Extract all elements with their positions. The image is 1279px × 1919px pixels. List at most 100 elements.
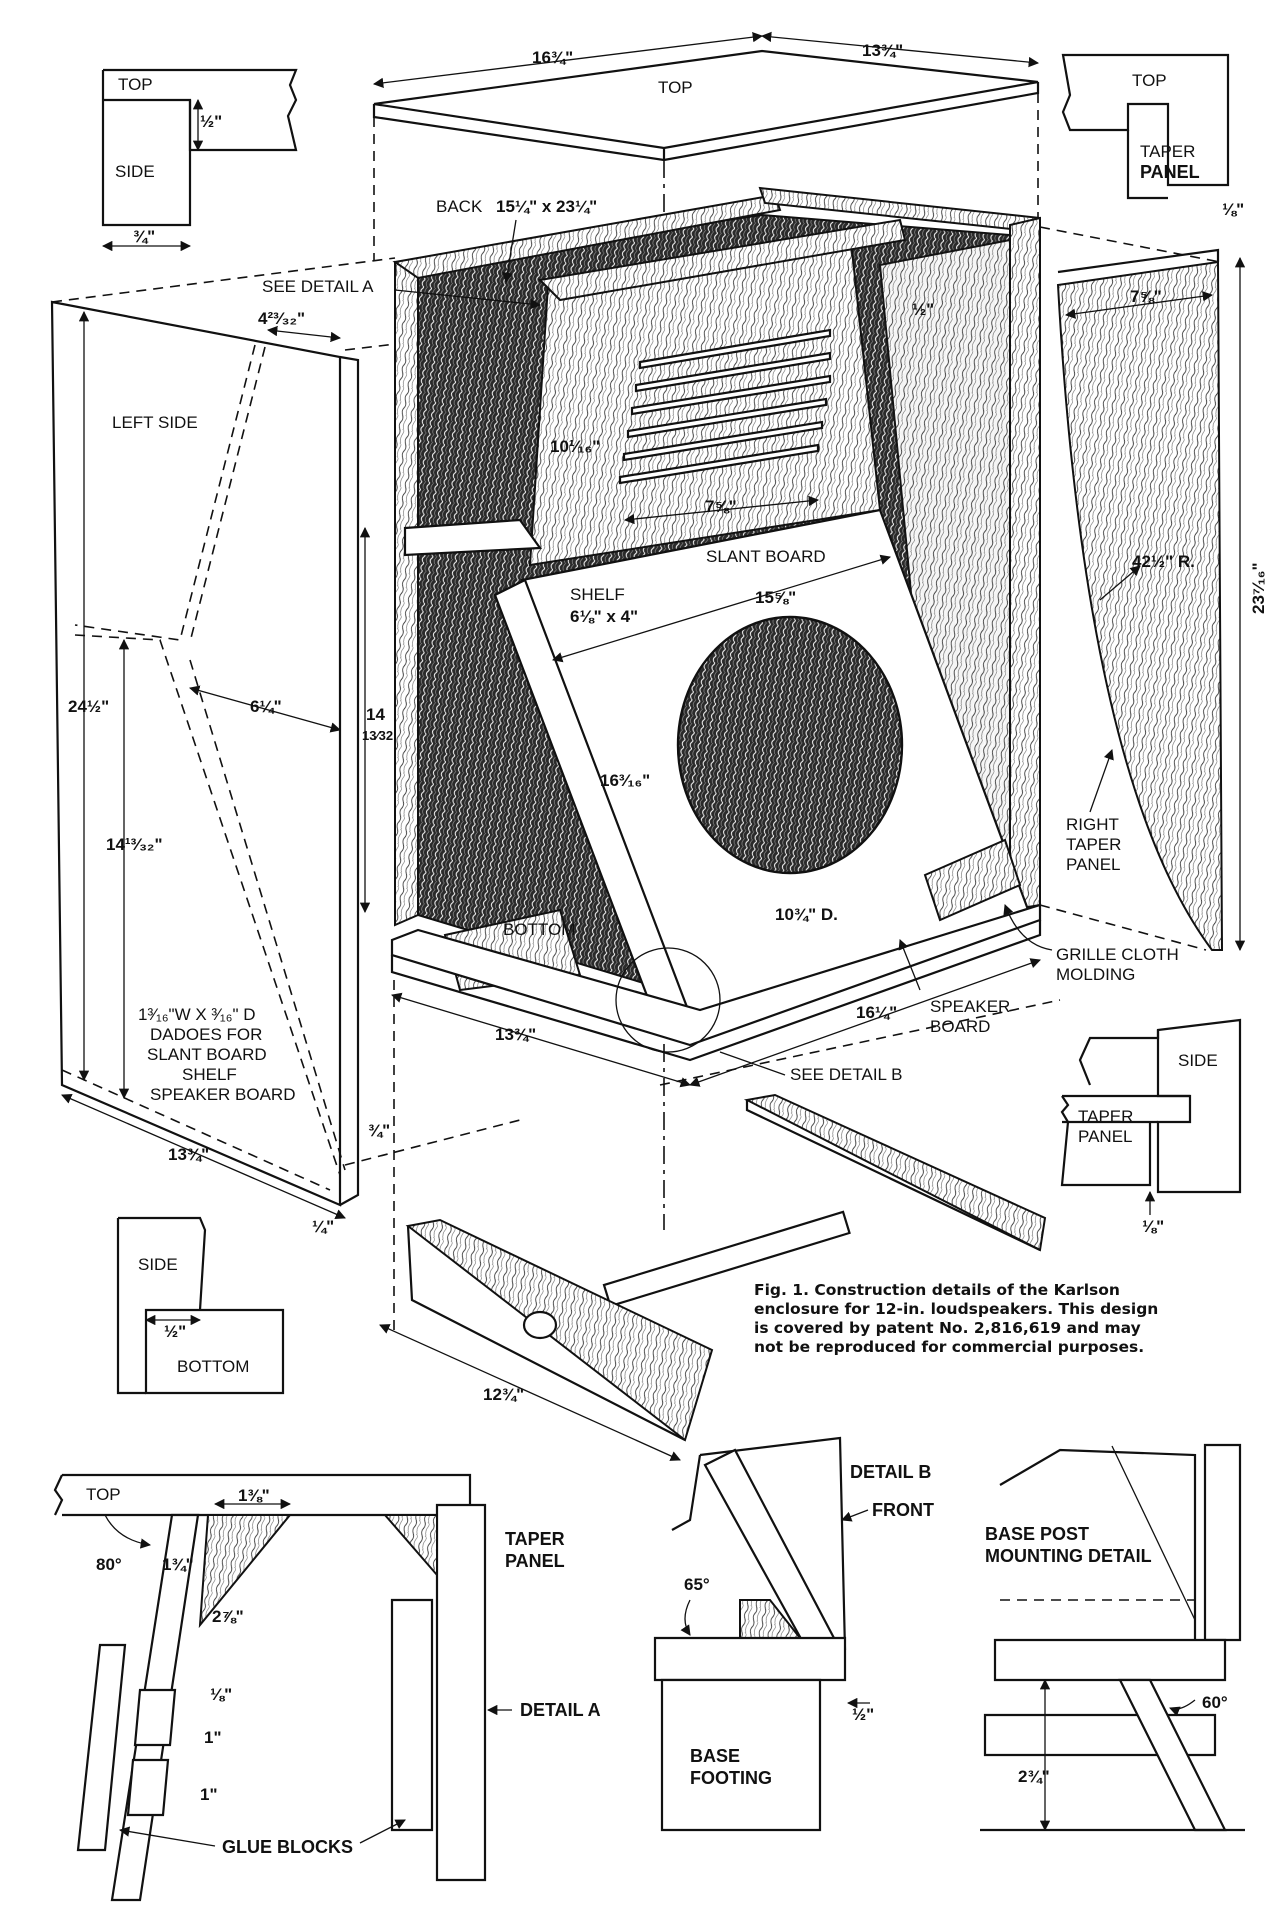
detail-a-1-b: 1" <box>200 1785 218 1804</box>
base-post-height-dim: 2¾" <box>1018 1767 1050 1786</box>
left-side-height-dim: 24½" <box>68 697 109 716</box>
cabinet <box>390 186 1042 1062</box>
bottom-depth-dim: 13¾" <box>495 1025 536 1044</box>
detail-side-taper: SIDE TAPER PANEL ⅛" <box>1060 1018 1242 1236</box>
detail-a-1-3-8: 1⅜" <box>238 1486 270 1505</box>
top-taper-eighth-dim: ⅛" <box>1222 200 1244 219</box>
right-taper-panel: 7⅝" 42½" R. 23⁷⁄₁₆" RIGHT TAPER PANEL <box>1056 248 1268 952</box>
fourteen-dim-a-frac: 13⁄32 <box>362 728 393 743</box>
dadoes-line-1: 1³⁄₁₆"W X ³⁄₁₆" D <box>138 1005 256 1024</box>
detail-b-65-angle: 65° <box>684 1575 710 1594</box>
top-panel-label: TOP <box>658 78 693 97</box>
base-post-title-1: BASE POST <box>985 1524 1089 1544</box>
top-panel: 16¾" 13¾" TOP <box>372 31 1040 162</box>
detail-b-front-label: FRONT <box>872 1500 934 1520</box>
top-taper-top-label: TOP <box>1132 71 1167 90</box>
right-taper-label-1: RIGHT <box>1066 815 1119 834</box>
detail-a-panel-label: PANEL <box>505 1551 565 1571</box>
top-taper-panel-label: PANEL <box>1140 162 1200 182</box>
top-side-three-quarter-dim: ¾" <box>133 227 155 246</box>
six-quarter-dim: 6¼" <box>250 697 282 716</box>
caption-line-1: Fig. 1. Construction details of the Karl… <box>754 1281 1120 1299</box>
right-taper-label-2: TAPER <box>1066 835 1121 854</box>
side-bottom-side-label: SIDE <box>138 1255 178 1274</box>
see-detail-a-label: SEE DETAIL A <box>262 277 374 296</box>
left-side-label: LEFT SIDE <box>112 413 198 432</box>
base-post-title-2: MOUNTING DETAIL <box>985 1546 1152 1566</box>
detail-top-side: TOP SIDE ½" ¾" <box>101 68 298 252</box>
shelf-size: 6⅛" x 4" <box>570 607 638 626</box>
footing-label: FOOTING <box>690 1768 772 1788</box>
speaker-board-label-2: BOARD <box>930 1017 990 1036</box>
dadoes-line-4: SHELF <box>182 1065 237 1084</box>
dadoes-line-5: SPEAKER BOARD <box>150 1085 296 1104</box>
detail-a-1-a: 1" <box>204 1728 222 1747</box>
sixteen-dim: 16³⁄₁₆" <box>600 771 650 790</box>
bottom-label: BOTTOM <box>503 920 575 939</box>
back-size: 15¼" x 23¼" <box>496 197 597 216</box>
left-side-top-dim: 4²³⁄₃₂" <box>258 309 305 328</box>
speaker-board-label-1: SPEAKER <box>930 997 1010 1016</box>
dadoes-line-2: DADOES FOR <box>150 1025 262 1044</box>
back-label: BACK <box>436 197 483 216</box>
fifteen-dim: 15⅝" <box>755 588 796 607</box>
side-bottom-half-dim: ½" <box>164 1322 186 1341</box>
ten-sixteenth-dim: 10¹⁄₁₆" <box>550 437 600 456</box>
detail-a-80-angle: 80° <box>96 1555 122 1574</box>
caption-line-3: is covered by patent No. 2,816,619 and m… <box>754 1319 1141 1337</box>
side-bottom-bottom-label: BOTTOM <box>177 1357 249 1376</box>
right-taper-label-3: PANEL <box>1066 855 1121 874</box>
top-side-top-label: TOP <box>118 75 153 94</box>
grille-label-1: GRILLE CLOTH <box>1056 945 1179 964</box>
base-assembly: 12¾" <box>379 1093 1047 1461</box>
three-quarter-small-dim: ¾" <box>368 1121 390 1140</box>
bottom-width-dim: 16¼" <box>856 1003 897 1022</box>
detail-b: DETAIL B FRONT 65° ½" BASE FOOTING <box>653 1436 934 1832</box>
detail-a-1-8: ⅛" <box>210 1685 232 1704</box>
side-taper-taper-label: TAPER <box>1078 1107 1133 1126</box>
top-side-half-dim: ½" <box>200 112 222 131</box>
speaker-hole-dim: 10¾" D. <box>775 905 838 924</box>
grille-label-2: MOLDING <box>1056 965 1135 984</box>
right-taper-height-dim: 23⁷⁄₁₆" <box>1249 562 1268 614</box>
side-taper-panel-label: PANEL <box>1078 1127 1133 1146</box>
glue-blocks-label: GLUE BLOCKS <box>222 1837 353 1857</box>
detail-a-1-3-4: 1¾" <box>162 1555 194 1574</box>
top-taper-taper-label: TAPER <box>1140 142 1195 161</box>
seven-eighths-dim-a: 7⅝" <box>705 497 737 516</box>
fourteen-dim-a: 14 <box>366 705 385 724</box>
detail-a: TOP 1⅜" 1¾" 2⅞" ⅛" 1" 1" 80° TAPER PANEL… <box>53 1473 601 1902</box>
right-taper-radius-dim: 42½" R. <box>1132 552 1195 571</box>
detail-top-taper: TOP TAPER PANEL ⅛" <box>1061 53 1244 219</box>
dadoes-line-3: SLANT BOARD <box>147 1045 267 1064</box>
overall-depth-dim: 13¾" <box>862 41 903 60</box>
detail-a-top-label: TOP <box>86 1485 121 1504</box>
left-side-depth-dim: 13¾" <box>168 1145 209 1164</box>
main-labels: BACK 15¼" x 23¼" SEE DETAIL A 10¹⁄₁₆" 7⅝… <box>262 197 1179 1088</box>
detail-b-label: DETAIL B <box>850 1462 931 1482</box>
base-length-dim: 12¾" <box>483 1385 524 1404</box>
see-detail-b-label: SEE DETAIL B <box>790 1065 902 1084</box>
fourteen-dim-b: 14¹³⁄₃₂" <box>106 835 163 854</box>
quarter-small-dim: ¼" <box>312 1217 334 1236</box>
base-post-60-angle: 60° <box>1202 1693 1228 1712</box>
detail-side-bottom: SIDE ½" BOTTOM <box>116 1216 285 1395</box>
overall-width-dim: 16¾" <box>532 48 573 67</box>
slant-board-label: SLANT BOARD <box>706 547 826 566</box>
side-taper-side-label: SIDE <box>1178 1051 1218 1070</box>
port-slots <box>618 328 832 485</box>
left-side-panel: LEFT SIDE 4²³⁄₃₂" 6¼" 24½" 14¹³⁄₃₂" 1³⁄₁… <box>50 300 393 1236</box>
detail-b-half-dim: ½" <box>852 1705 874 1724</box>
caption-line-4: not be reproduced for commercial purpose… <box>754 1338 1144 1356</box>
right-taper-top-dim: 7⅝" <box>1130 287 1162 306</box>
half-top-dim: ½" <box>912 300 934 319</box>
shelf-label: SHELF <box>570 585 625 604</box>
figure-caption: Fig. 1. Construction details of the Karl… <box>754 1281 1158 1356</box>
base-post-detail: BASE POST MOUNTING DETAIL 2¾" 60° <box>980 1443 1245 1832</box>
detail-a-label: DETAIL A <box>520 1700 601 1720</box>
caption-line-2: enclosure for 12-in. loudspeakers. This … <box>754 1300 1158 1318</box>
side-taper-eighth-dim: ⅛" <box>1142 1217 1164 1236</box>
base-label: BASE <box>690 1746 740 1766</box>
detail-a-taper-label: TAPER <box>505 1529 565 1549</box>
